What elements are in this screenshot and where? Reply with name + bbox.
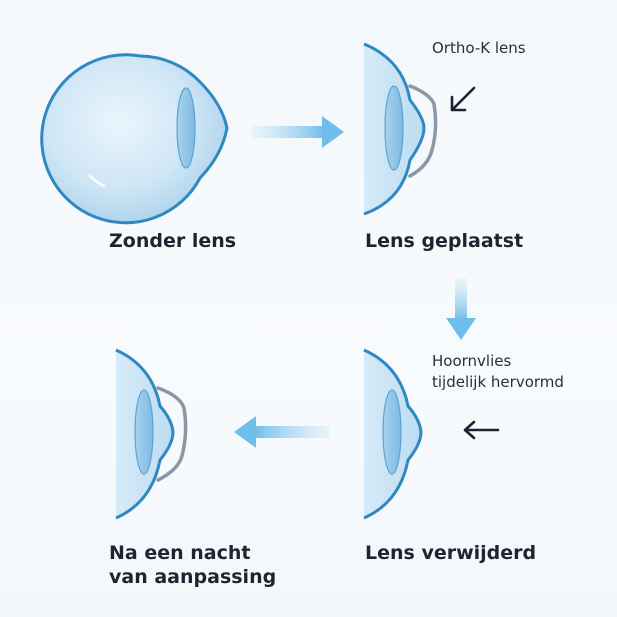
- ortho-k-contact-lens-2: [156, 386, 188, 482]
- caption-zonder-lens: Zonder lens: [109, 230, 237, 252]
- eye-lens-removed: [363, 348, 423, 520]
- eye-with-lens: [363, 42, 438, 216]
- eye-without-lens: [40, 53, 229, 225]
- eye-after-night: [115, 348, 188, 520]
- label-hoornvlies-line2: tijdelijk hervormd: [432, 373, 564, 391]
- pointer-arrow-cornea: [463, 420, 500, 440]
- caption-lens-geplaatst: Lens geplaatst: [365, 230, 524, 252]
- caption-lens-verwijderd: Lens verwijderd: [365, 542, 537, 564]
- flow-arrow-down: [446, 278, 476, 340]
- flow-arrow-right: [252, 116, 344, 148]
- caption-na-een-nacht-line2: van aanpassing: [109, 566, 277, 588]
- pointer-arrow-lens: [450, 86, 476, 112]
- label-hoornvlies-line1: Hoornvlies: [432, 352, 512, 370]
- flow-arrow-left: [234, 416, 330, 448]
- ortho-k-contact-lens: [408, 84, 438, 178]
- caption-na-een-nacht-line1: Na een nacht: [109, 542, 251, 564]
- label-ortho-k-lens: Ortho-K lens: [432, 39, 526, 57]
